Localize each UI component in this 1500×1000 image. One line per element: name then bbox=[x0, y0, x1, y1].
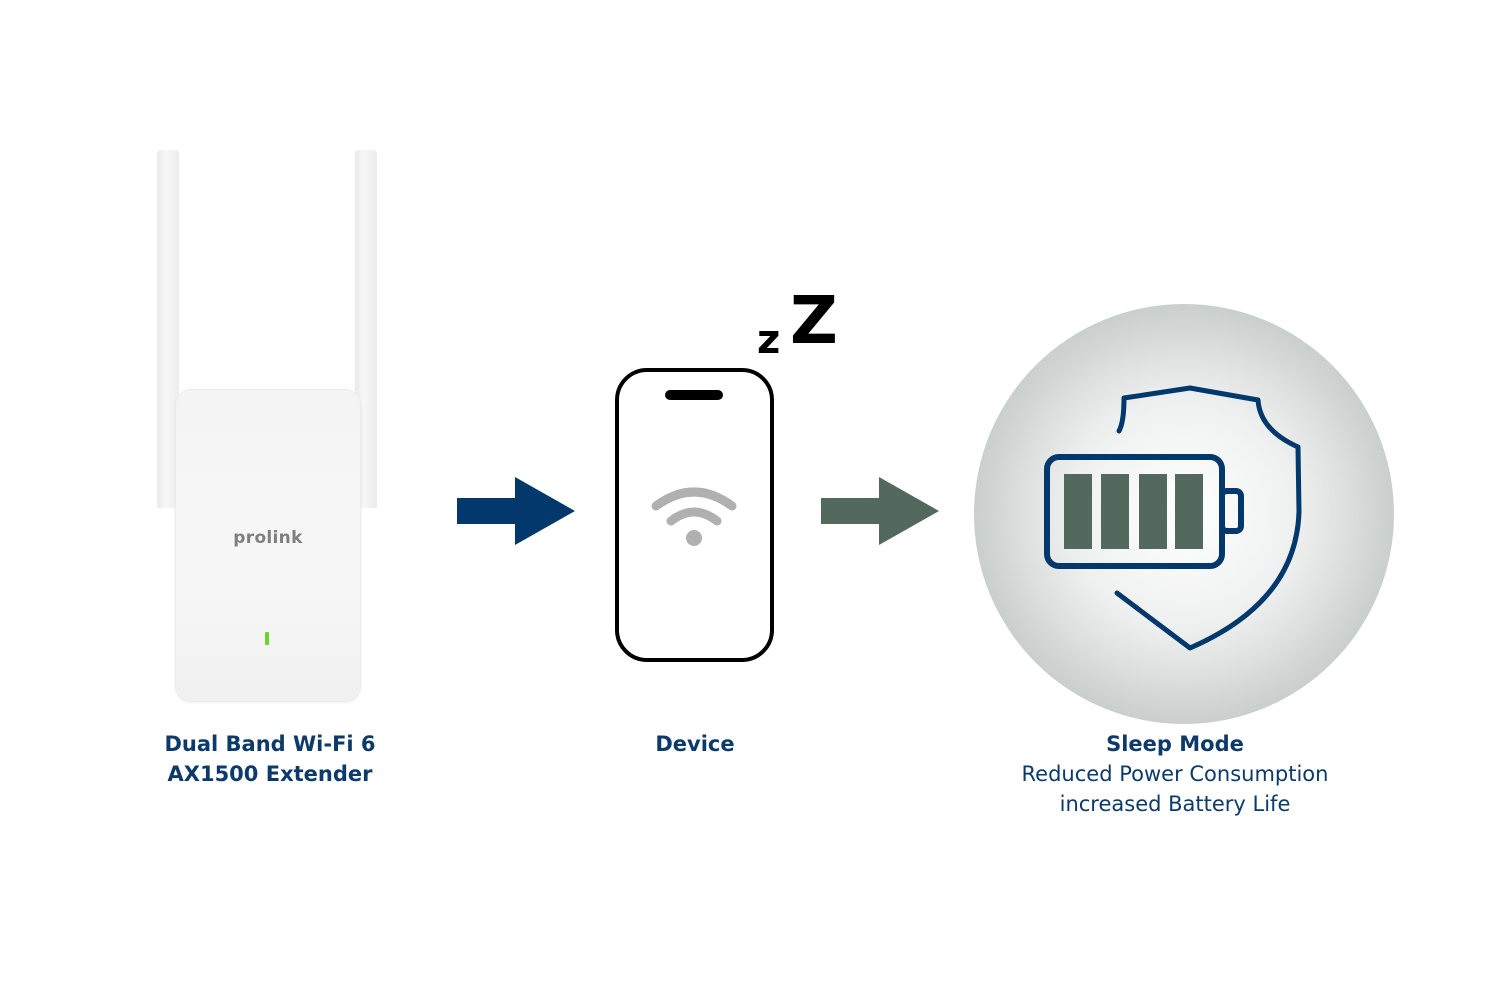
battery-bar bbox=[1064, 474, 1092, 549]
smartphone-icon bbox=[615, 368, 774, 662]
device-label: Device bbox=[595, 729, 795, 759]
wifi-icon bbox=[651, 487, 737, 526]
sleep-mode-line2: increased Battery Life bbox=[1059, 792, 1291, 816]
brand-logo: prolink bbox=[233, 528, 303, 548]
arrow-right-icon bbox=[821, 477, 939, 545]
status-led bbox=[265, 632, 269, 645]
extender-label: Dual Band Wi-Fi 6 AX1500 Extender bbox=[110, 729, 430, 789]
sleep-mode-line1: Reduced Power Consumption bbox=[1021, 762, 1329, 786]
battery-bar bbox=[1139, 474, 1167, 549]
extender-label-line2: AX1500 Extender bbox=[167, 762, 373, 786]
battery-bar bbox=[1175, 474, 1203, 549]
sleep-mode-title: Sleep Mode bbox=[1106, 732, 1244, 756]
device-label-text: Device bbox=[655, 732, 735, 756]
extender-label-line1: Dual Band Wi-Fi 6 bbox=[164, 732, 376, 756]
sleep-mode-label: Sleep Mode Reduced Power Consumption inc… bbox=[955, 729, 1395, 819]
speaker-slot bbox=[665, 390, 723, 400]
sleep-z-small: z bbox=[757, 317, 781, 363]
battery-bar bbox=[1101, 474, 1129, 549]
sleep-z-big: Z bbox=[790, 282, 838, 359]
arrow-right-icon bbox=[457, 477, 575, 545]
antenna-left bbox=[157, 150, 179, 508]
extender-body: prolink bbox=[175, 389, 361, 702]
battery-shield-badge bbox=[974, 304, 1394, 724]
shield-icon bbox=[1114, 385, 1302, 651]
battery-icon bbox=[1044, 454, 1244, 569]
